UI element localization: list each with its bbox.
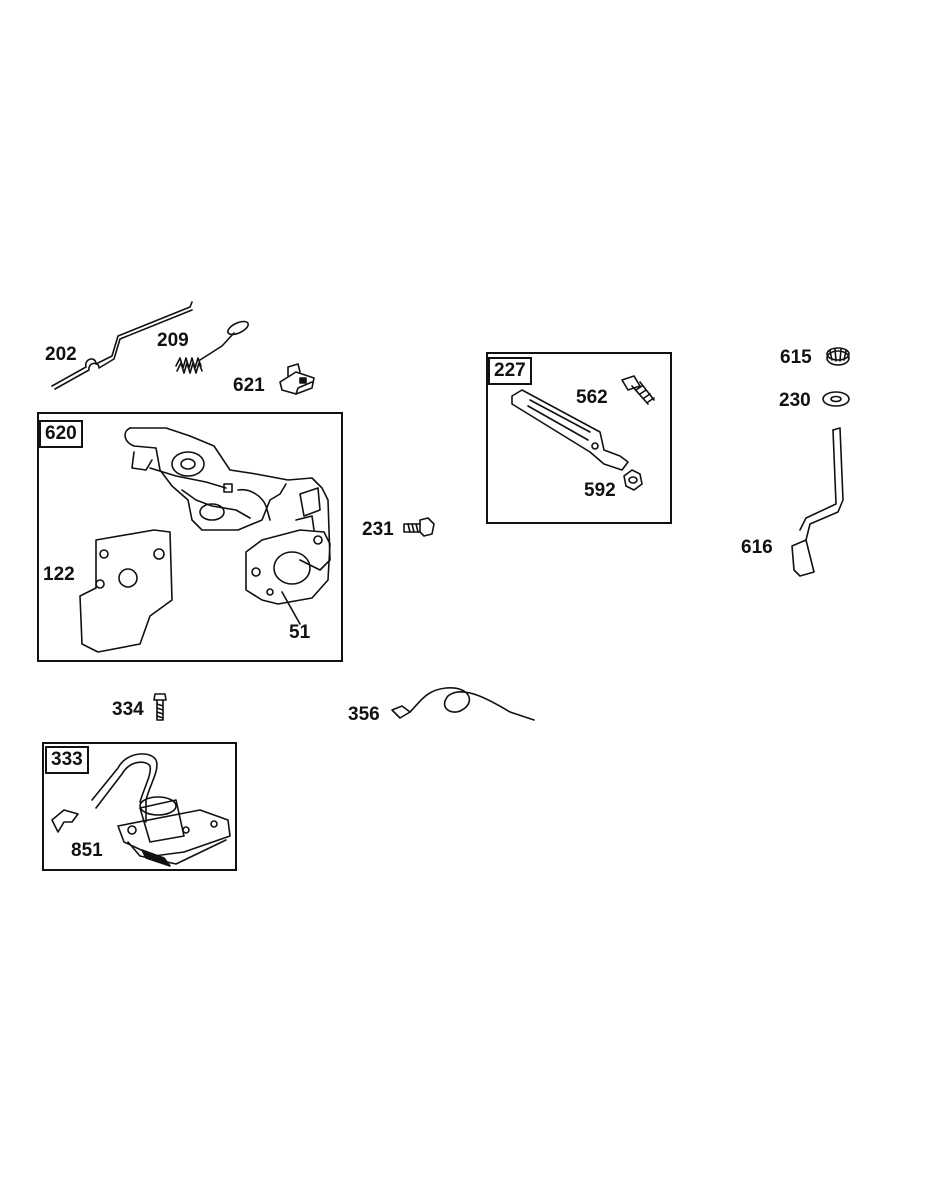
part-number-51: 51 [289, 622, 311, 643]
part-number-562: 562 [576, 387, 608, 408]
assembly-number-620: 620 [39, 420, 83, 448]
spring-drawing [175, 320, 249, 374]
control-lever-drawing [511, 375, 655, 491]
part-number-202: 202 [45, 344, 77, 365]
shaft-616-drawing [791, 427, 844, 577]
screw-334-drawing [153, 693, 167, 721]
part-number-592: 592 [584, 480, 616, 501]
clip-drawing [279, 363, 315, 395]
assembly-box-333 [42, 742, 237, 871]
part-number-356: 356 [348, 704, 380, 725]
assembly-number-333: 333 [45, 746, 89, 774]
part-number-209: 209 [157, 330, 189, 351]
part-number-851: 851 [71, 840, 103, 861]
part-number-621: 621 [233, 375, 265, 396]
governor-control-drawing [79, 427, 331, 653]
nut-615-drawing [826, 347, 850, 366]
assembly-box-620 [37, 412, 343, 662]
washer-230-drawing [822, 391, 850, 407]
bolt-231-drawing [403, 517, 435, 537]
ground-wire-drawing [391, 687, 535, 721]
part-number-231: 231 [362, 519, 394, 540]
governor-link-drawing [51, 301, 193, 390]
ignition-armature-drawing [51, 753, 231, 867]
assembly-box-227 [486, 352, 672, 524]
part-number-615: 615 [780, 347, 812, 368]
part-number-334: 334 [112, 699, 144, 720]
part-number-122: 122 [43, 564, 75, 585]
assembly-number-227: 227 [488, 357, 532, 385]
part-number-616: 616 [741, 537, 773, 558]
part-number-230: 230 [779, 390, 811, 411]
